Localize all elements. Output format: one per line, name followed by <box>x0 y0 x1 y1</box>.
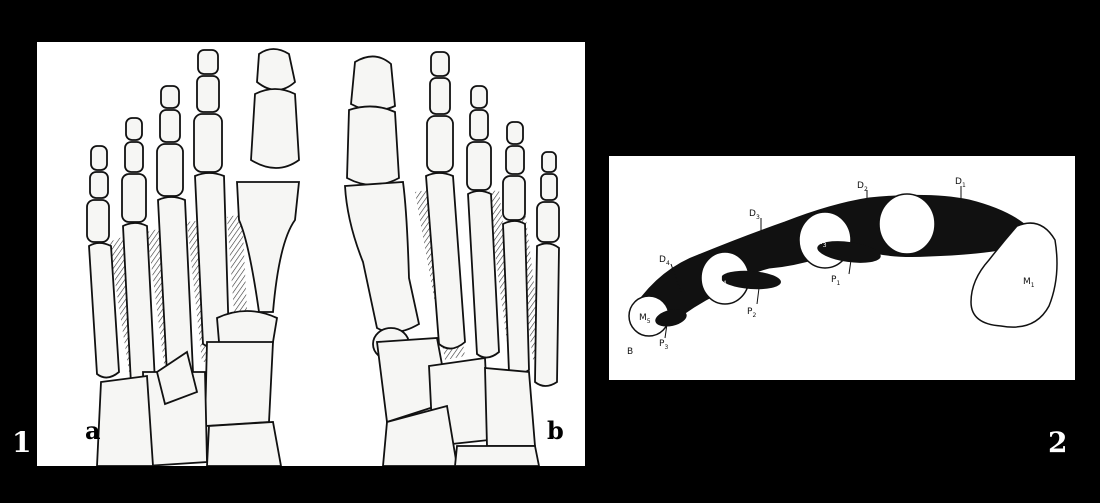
metatarsal-schematic: M1 M2 M3 M4 M5 D1 D2 D3 D4 P1 P2 P3 B <box>609 156 1075 380</box>
svg-text:P3: P3 <box>659 339 668 351</box>
label-d1: D <box>955 177 962 187</box>
svg-text:P2: P2 <box>747 307 756 319</box>
label-m3-sub: 3 <box>823 242 827 249</box>
label-p3-sub: 3 <box>664 344 668 351</box>
label-m4-sub: 4 <box>723 280 727 287</box>
label-m4: M <box>715 275 723 285</box>
svg-text:D2: D2 <box>857 181 868 193</box>
label-d3: D <box>749 209 756 219</box>
label-m1-sub: 1 <box>1031 282 1035 289</box>
label-d2-sub: 2 <box>864 186 868 193</box>
label-p2-sub: 2 <box>752 312 756 319</box>
svg-text:P1: P1 <box>831 275 840 287</box>
figure-1-panel: a b <box>37 42 585 466</box>
svg-text:D4: D4 <box>659 255 670 267</box>
foot-view-b <box>345 52 559 466</box>
label-d1-sub: 1 <box>962 182 966 189</box>
svg-text:D1: D1 <box>955 177 966 189</box>
figure-number-2: 2 <box>1048 426 1067 459</box>
svg-text:D3: D3 <box>749 209 760 221</box>
label-d4-sub: 4 <box>666 260 670 267</box>
label-d2: D <box>857 181 864 191</box>
label-p1-sub: 1 <box>836 280 840 287</box>
figure-number-1: 1 <box>12 426 31 459</box>
foot-view-a <box>87 49 299 466</box>
label-m2-sub: 2 <box>905 226 909 233</box>
view-b-letter: b <box>547 416 564 445</box>
label-d3-sub: 3 <box>756 214 760 221</box>
label-m5: M <box>639 313 647 323</box>
label-b: B <box>627 347 633 357</box>
metatarsal-head-m2 <box>879 194 935 254</box>
label-m3: M <box>815 237 823 247</box>
label-m2: M <box>897 221 905 231</box>
label-m1: M <box>1023 277 1031 287</box>
view-a-letter: a <box>85 416 101 445</box>
label-m5-sub: 5 <box>647 318 651 325</box>
figure-2-panel: M1 M2 M3 M4 M5 D1 D2 D3 D4 P1 P2 P3 B <box>609 156 1075 380</box>
label-d4: D <box>659 255 666 265</box>
foot-skeleton-drawing <box>37 42 585 466</box>
